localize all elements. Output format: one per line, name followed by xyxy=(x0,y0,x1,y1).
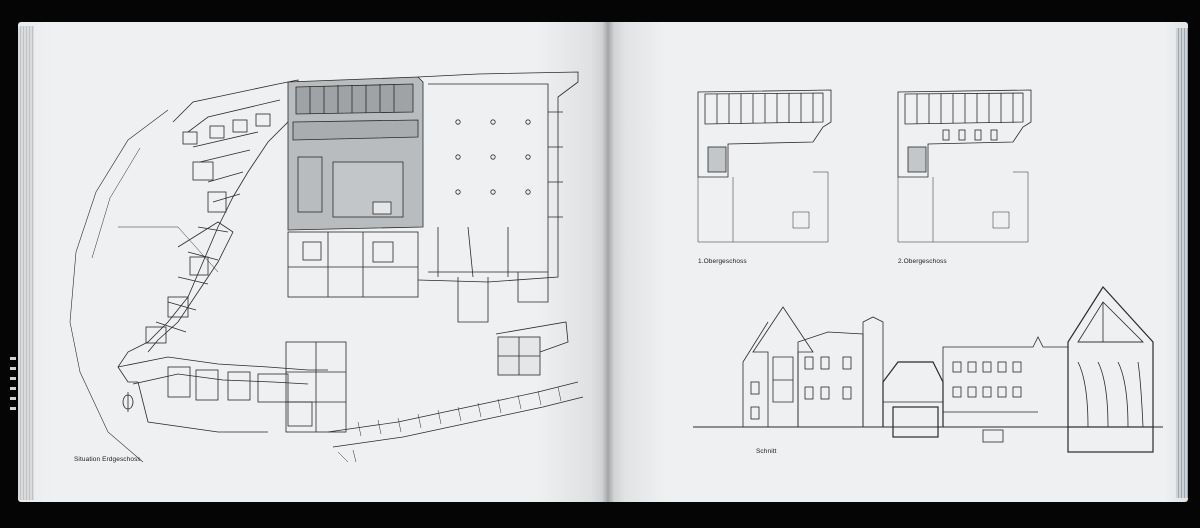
page-stack-right xyxy=(1176,28,1188,498)
building-section xyxy=(693,286,1163,453)
right-page: 1.Obergeschoss 2.Obergeschoss xyxy=(608,22,1188,502)
second-floor-plan xyxy=(897,89,1032,243)
page-stack-left xyxy=(18,26,34,500)
section-caption: Schnitt xyxy=(756,448,777,455)
book-gutter xyxy=(602,22,614,502)
spine-edge-marks xyxy=(8,350,18,480)
open-book: Situation Erdgeschoss 1.Obergeschoss xyxy=(18,22,1188,502)
second-floor-caption: 2.Obergeschoss xyxy=(898,258,947,265)
first-floor-plan xyxy=(697,89,832,243)
left-page: Situation Erdgeschoss xyxy=(18,22,608,502)
first-floor-caption: 1.Obergeschoss xyxy=(698,258,747,265)
ground-floor-caption: Situation Erdgeschoss xyxy=(74,456,141,463)
ground-floor-site-plan xyxy=(69,71,584,463)
